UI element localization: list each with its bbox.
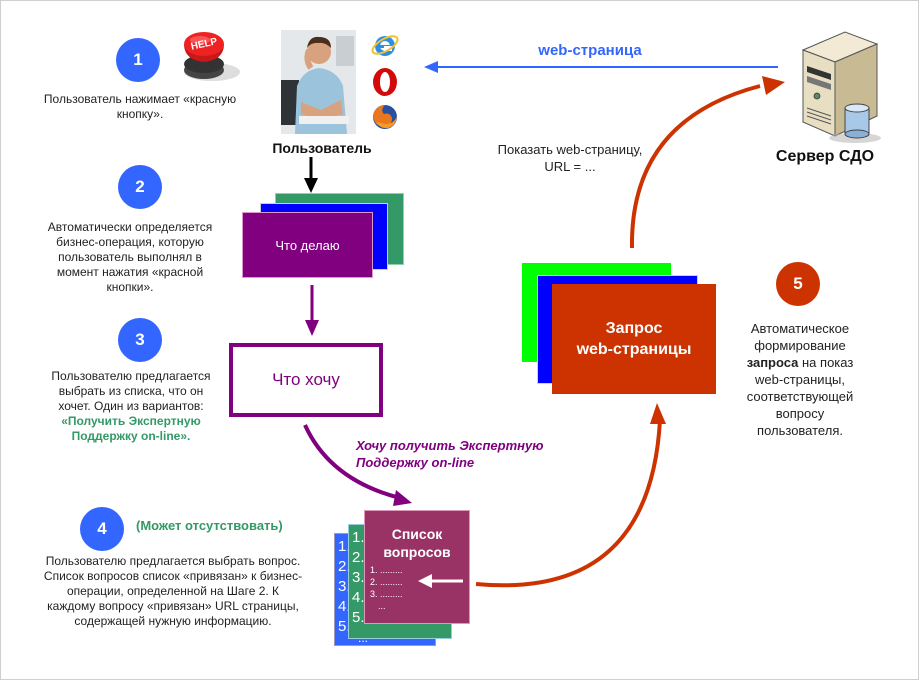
step-2-number: 2 — [135, 177, 145, 196]
show-page-label: Показать web-страницу,URL = ... — [497, 142, 643, 174]
what-i-want-to-list-arrow — [303, 424, 412, 506]
list-to-request-arrow — [475, 403, 666, 588]
question-item[interactable]: 2. ......... — [370, 577, 403, 587]
step-3-badge: 3 — [118, 318, 162, 362]
question-item[interactable]: 1. ......... — [370, 565, 403, 575]
step-4-note: (Может отсутствовать) — [136, 518, 283, 533]
step-1-number: 1 — [133, 50, 143, 69]
step-4-badge: 4 — [80, 507, 124, 551]
web-page-arrow-label: web-страница — [538, 42, 642, 59]
web-page-arrow — [424, 61, 778, 73]
user-photo — [281, 30, 356, 134]
question-item: ... — [378, 601, 386, 611]
question-list-items: 1. ......... 2. ......... 3. ......... .… — [365, 564, 469, 612]
step-4-description: Пользователю предлагается выбрать вопрос… — [43, 554, 303, 628]
help-button-icon: HELP — [176, 30, 240, 86]
user-to-what-i-do-arrow — [304, 157, 318, 193]
firefox-icon — [370, 102, 400, 132]
svg-text:HELP: HELP — [190, 36, 219, 52]
opera-icon — [370, 66, 400, 98]
server-icon — [795, 30, 885, 145]
step-3-number: 3 — [135, 330, 145, 349]
internet-explorer-icon — [370, 30, 400, 60]
step-5-number: 5 — [793, 274, 803, 293]
select-question-arrow — [418, 574, 463, 588]
step-5-badge: 5 — [776, 262, 820, 306]
step-2-badge: 2 — [118, 165, 162, 209]
what-i-want-box[interactable]: Что хочу — [229, 343, 383, 417]
step-4-number: 4 — [97, 519, 107, 538]
request-to-server-arrow — [629, 76, 785, 249]
user-label: Пользователь — [272, 140, 372, 156]
question-item[interactable]: 3. ......... — [370, 589, 403, 599]
what-i-do-card[interactable]: Что делаю — [242, 212, 373, 278]
what-i-do-to-what-i-want-arrow — [305, 285, 319, 336]
server-label: Сервер СДО — [775, 148, 875, 165]
step-1-badge: 1 — [116, 38, 160, 82]
